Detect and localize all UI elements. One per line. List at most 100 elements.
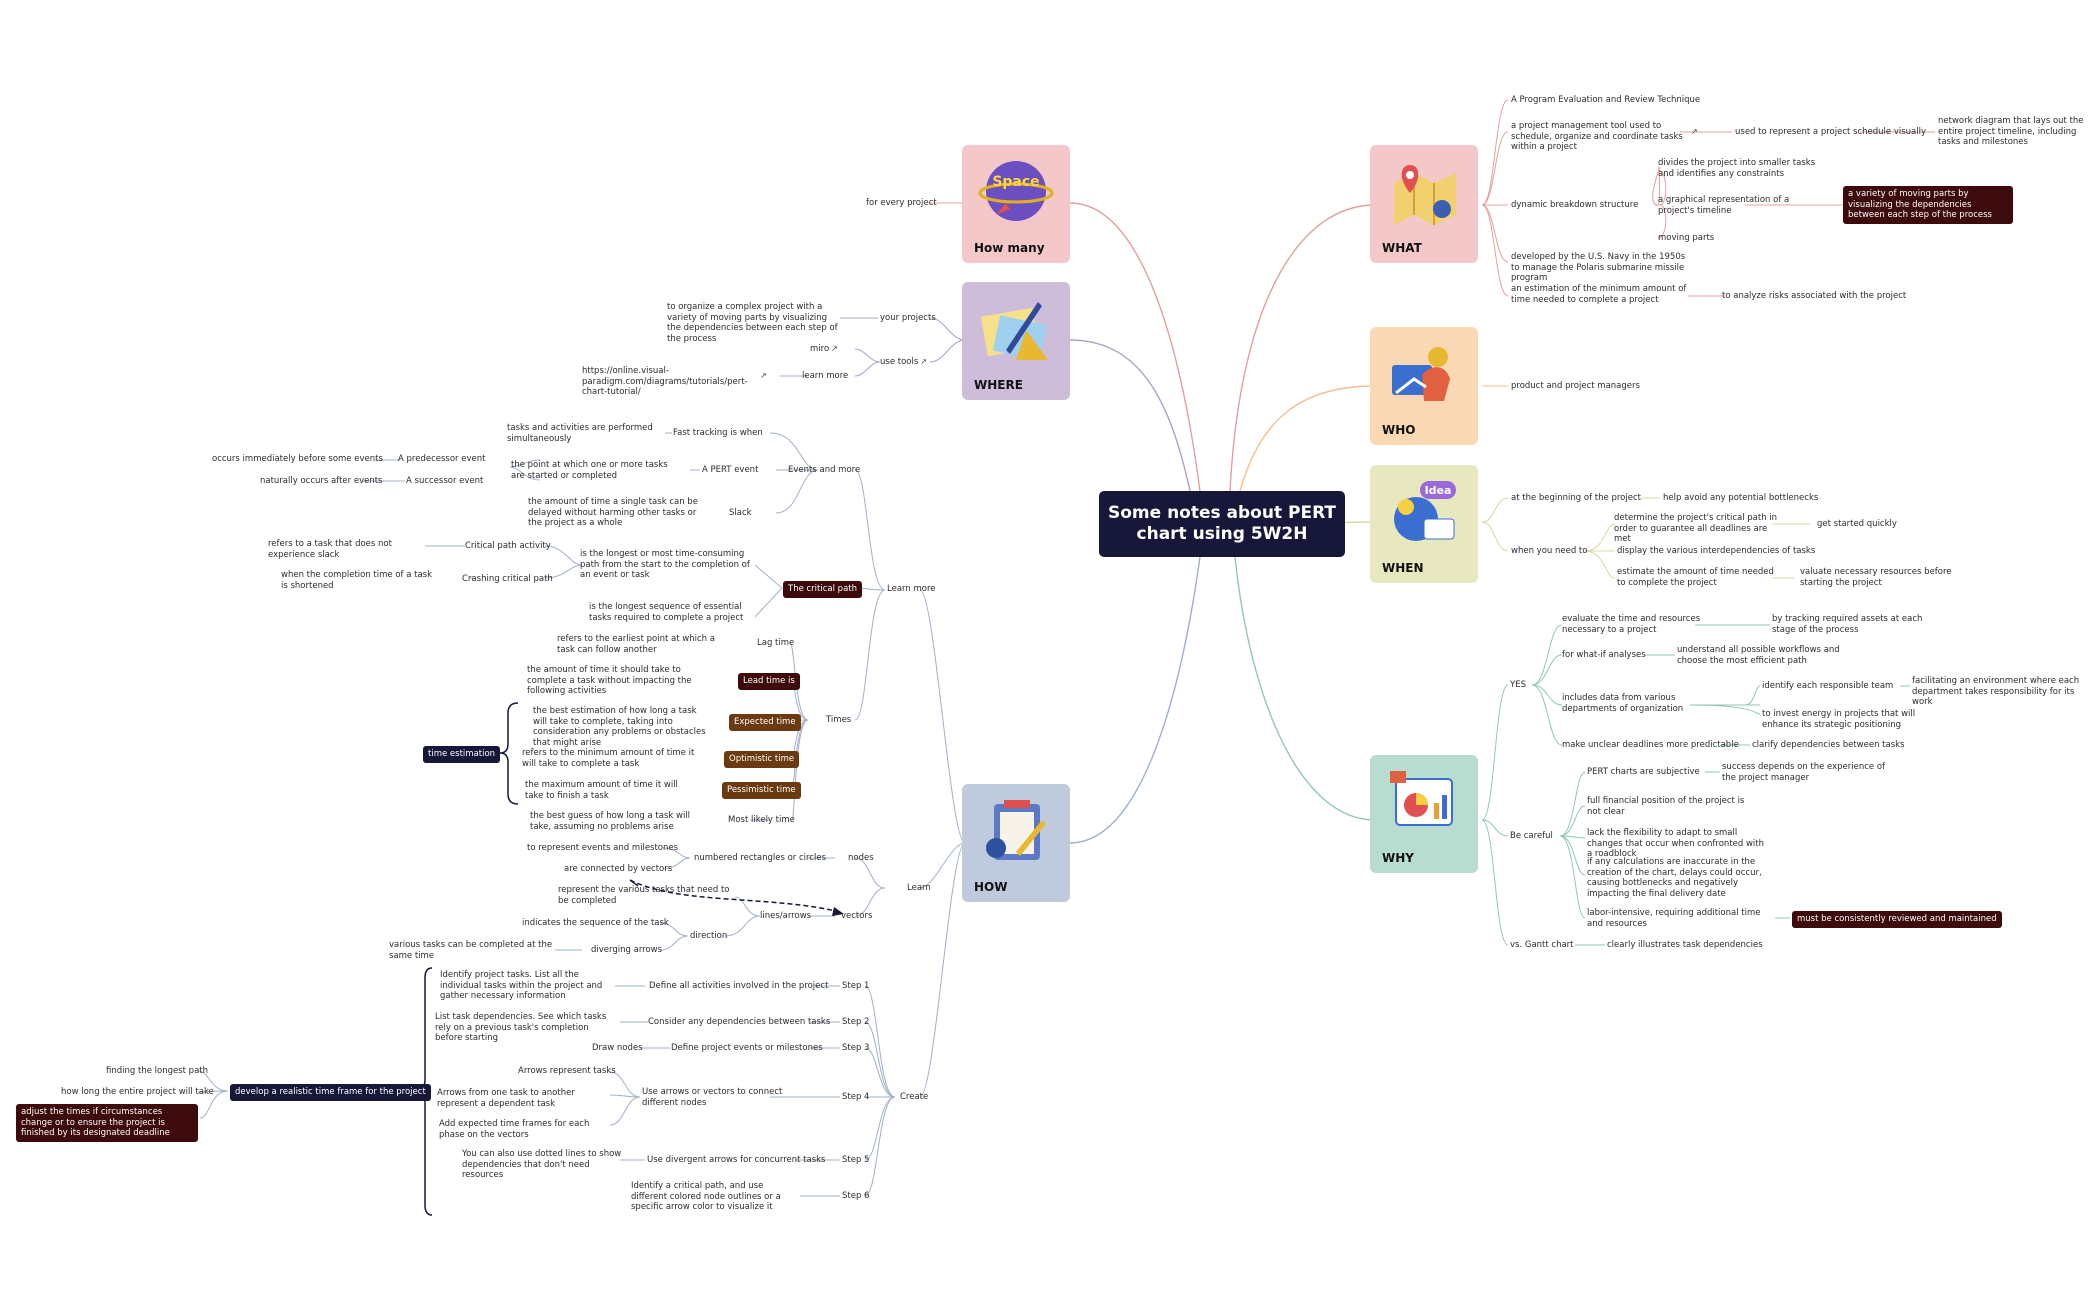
node-flexibility[interactable]: lack the flexibility to adapt to small c… [1587, 828, 1765, 859]
node-tool[interactable]: a project management tool used to schedu… [1511, 121, 1683, 152]
node-lead-time[interactable]: Lead time is [738, 673, 800, 690]
node-graphical[interactable]: a graphical representation of a project'… [1658, 195, 1790, 216]
node-step6-desc[interactable]: Identify a critical path, and use differ… [631, 1181, 781, 1212]
node-navy[interactable]: developed by the U.S. Navy in the 1950s … [1511, 252, 1686, 283]
node-pert-event-desc[interactable]: the point at which one or more tasks are… [511, 460, 668, 481]
node-step4[interactable]: Step 4 [842, 1092, 870, 1102]
node-understand[interactable]: understand all possible workflows and ch… [1677, 645, 1840, 666]
node-timeframe[interactable]: develop a realistic time frame for the p… [230, 1084, 431, 1101]
node-use-tools[interactable]: use tools↗ [880, 357, 927, 367]
node-times[interactable]: Times [826, 715, 852, 725]
node-used-to[interactable]: used to represent a project schedule vis… [1735, 127, 1927, 137]
card-when[interactable]: Idea WHEN [1370, 465, 1478, 583]
node-time-estimation[interactable]: time estimation [423, 746, 501, 763]
node-unclear[interactable]: make unclear deadlines more predictable [1562, 740, 1739, 750]
node-pessimistic-time[interactable]: Pessimistic time [722, 782, 801, 799]
node-cp-activity[interactable]: Critical path activity [465, 541, 551, 551]
node-slack[interactable]: Slack [729, 508, 752, 518]
node-reviewed[interactable]: must be consistently reviewed and mainta… [1792, 911, 2002, 928]
node-diverging-desc[interactable]: various tasks can be completed at the sa… [389, 940, 553, 961]
node-step4-desc1[interactable]: Arrows represent tasks [518, 1066, 616, 1076]
node-subjective[interactable]: PERT charts are subjective [1587, 767, 1700, 777]
node-valuate[interactable]: valuate necessary resources before start… [1800, 567, 1952, 588]
node-step4-desc2[interactable]: Arrows from one task to another represen… [437, 1088, 575, 1109]
node-display[interactable]: display the various interdependencies of… [1617, 546, 1816, 556]
node-determine[interactable]: determine the project's critical path in… [1614, 513, 1778, 544]
node-step3-label[interactable]: Define project events or milestones [671, 1043, 823, 1053]
node-divides[interactable]: divides the project into smaller tasks a… [1658, 158, 1816, 179]
node-includes[interactable]: includes data from various departments o… [1562, 693, 1684, 714]
node-step2-desc[interactable]: List task dependencies. See which tasks … [435, 1012, 607, 1043]
node-numbered-rect[interactable]: numbered rectangles or circles [694, 853, 827, 863]
node-url[interactable]: https://online.visual-paradigm.com/diagr… [582, 366, 748, 397]
node-step1-label[interactable]: Define all activities involved in the pr… [649, 981, 829, 991]
node-connected-vectors[interactable]: are connected by vectors [564, 864, 673, 874]
node-fast-tracking-desc[interactable]: tasks and activities are performed simul… [507, 423, 653, 444]
node-expected-time[interactable]: Expected time [729, 714, 801, 731]
node-create[interactable]: Create [900, 1092, 929, 1102]
node-step2[interactable]: Step 2 [842, 1017, 870, 1027]
card-what[interactable]: WHAT [1370, 145, 1478, 263]
node-crashing-desc[interactable]: when the completion time of a task is sh… [281, 570, 433, 591]
node-what-if[interactable]: for what-if analyses [1562, 650, 1646, 660]
node-learn-more[interactable]: Learn more [887, 584, 936, 594]
node-diverging[interactable]: diverging arrows [591, 945, 663, 955]
node-step4-desc3[interactable]: Add expected time frames for each phase … [439, 1119, 590, 1140]
node-step1-desc[interactable]: Identify project tasks. List all the ind… [440, 970, 603, 1001]
node-learn[interactable]: Learn [907, 883, 931, 893]
node-step1[interactable]: Step 1 [842, 981, 870, 991]
node-adjust[interactable]: adjust the times if circumstances change… [16, 1104, 198, 1142]
node-evaluate[interactable]: evaluate the time and resources necessar… [1562, 614, 1701, 635]
card-how[interactable]: HOW [962, 784, 1070, 902]
node-financial[interactable]: full financial position of the project i… [1587, 796, 1745, 817]
node-step4-label[interactable]: Use arrows or vectors to connect differe… [642, 1087, 783, 1108]
node-estimation[interactable]: an estimation of the minimum amount of t… [1511, 284, 1687, 305]
node-indicates-sequence[interactable]: indicates the sequence of the task [522, 918, 669, 928]
node-step2-label[interactable]: Consider any dependencies between tasks [648, 1017, 831, 1027]
card-how-many[interactable]: Space How many [962, 145, 1070, 263]
node-predecessor[interactable]: A predecessor event [398, 454, 486, 464]
node-yes[interactable]: YES [1510, 680, 1526, 690]
node-clarify[interactable]: clarify dependencies between tasks [1752, 740, 1905, 750]
node-lines-arrows[interactable]: lines/arrows [760, 911, 812, 921]
node-cp-desc2[interactable]: is the longest sequence of essential tas… [589, 602, 744, 623]
node-variety[interactable]: a variety of moving parts by visualizing… [1843, 186, 2013, 224]
node-critical-path[interactable]: The critical path [783, 581, 863, 598]
node-illustrates[interactable]: clearly illustrates task dependencies [1607, 940, 1763, 950]
node-lag-time[interactable]: Lag time [757, 638, 795, 648]
node-vectors[interactable]: vectors [841, 911, 873, 921]
node-network[interactable]: network diagram that lays out the entire… [1938, 116, 2084, 147]
node-longest-path[interactable]: finding the longest path [106, 1066, 208, 1076]
node-successor[interactable]: A successor event [406, 476, 484, 486]
node-managers[interactable]: product and project managers [1511, 381, 1640, 391]
node-beginning[interactable]: at the beginning of the project [1511, 493, 1641, 503]
node-get-started[interactable]: get started quickly [1817, 519, 1897, 529]
node-lag-desc[interactable]: refers to the earliest point at which a … [557, 634, 715, 655]
node-step5-desc[interactable]: You can also use dotted lines to show de… [462, 1149, 622, 1180]
node-facilitating[interactable]: facilitating an environment where each d… [1912, 676, 2080, 707]
node-events-more[interactable]: Events and more [788, 465, 861, 475]
node-slack-desc[interactable]: the amount of time a single task can be … [528, 497, 698, 528]
node-step3[interactable]: Step 3 [842, 1043, 870, 1053]
node-dynamic[interactable]: dynamic breakdown structure [1511, 200, 1639, 210]
card-where[interactable]: WHERE [962, 282, 1070, 400]
node-pert-full[interactable]: A Program Evaluation and Review Techniqu… [1511, 95, 1701, 105]
node-step5-label[interactable]: Use divergent arrows for concurrent task… [647, 1155, 826, 1165]
node-represent-events[interactable]: to represent events and milestones [527, 843, 679, 853]
node-cp-activity-desc[interactable]: refers to a task that does not experienc… [268, 539, 392, 560]
node-fast-tracking[interactable]: Fast tracking is when [673, 428, 763, 438]
node-estimate[interactable]: estimate the amount of time needed to co… [1617, 567, 1774, 588]
node-pert-event[interactable]: A PERT event [702, 465, 759, 475]
node-moving-parts[interactable]: moving parts [1658, 233, 1715, 243]
node-most-likely[interactable]: Most likely time [728, 815, 795, 825]
external-link-icon[interactable]: ↗ [831, 344, 838, 353]
node-represent-tasks[interactable]: represent the various tasks that need to… [558, 885, 730, 906]
node-calculations[interactable]: if any calculations are inaccurate in th… [1587, 857, 1762, 899]
node-success[interactable]: success depends on the experience of the… [1722, 762, 1886, 783]
card-why[interactable]: WHY [1370, 755, 1478, 873]
node-step6[interactable]: Step 6 [842, 1191, 870, 1201]
root-topic[interactable]: Some notes about PERT chart using 5W2H [1099, 491, 1345, 557]
node-optimistic-desc[interactable]: refers to the minimum amount of time it … [522, 748, 695, 769]
card-who[interactable]: WHO [1370, 327, 1478, 445]
node-direction[interactable]: direction [690, 931, 728, 941]
